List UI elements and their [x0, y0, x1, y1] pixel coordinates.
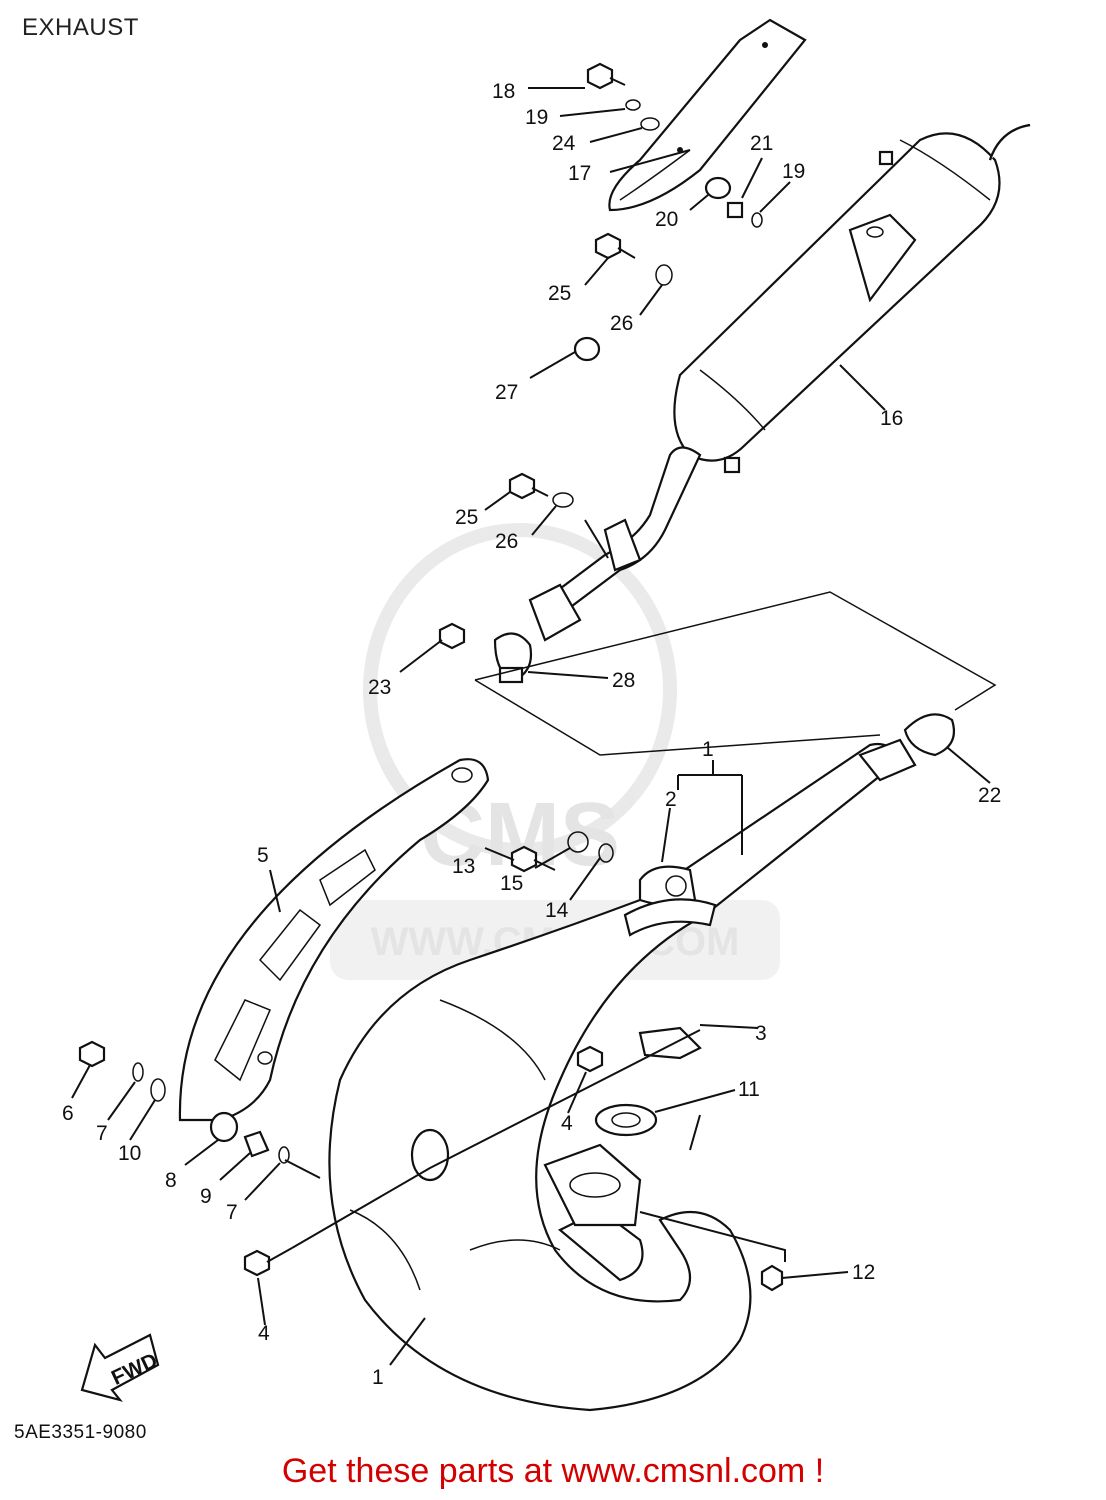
callout-14: 14 — [545, 899, 569, 922]
callout-24: 24 — [552, 132, 576, 155]
fasteners — [78, 62, 956, 1292]
callout-9: 9 — [200, 1185, 212, 1208]
callout-4-b: 4 — [258, 1322, 270, 1345]
cta-link[interactable]: Get these parts at www.cmsnl.com ! — [281, 1452, 825, 1490]
callout-13: 13 — [452, 855, 475, 878]
callout-10: 10 — [118, 1142, 141, 1165]
callout-19-b: 19 — [782, 160, 805, 183]
heat-guard — [178, 758, 490, 1122]
callout-28: 28 — [612, 669, 635, 692]
diagram-part-code: 5AE3351-9080 — [14, 1422, 147, 1443]
callout-20: 20 — [655, 208, 678, 231]
silencer-pipe — [528, 446, 702, 642]
callout-26-b: 26 — [495, 530, 518, 553]
callout-27: 27 — [495, 381, 518, 404]
leader-lines — [71, 87, 991, 1366]
callout-5: 5 — [257, 844, 269, 867]
callout-19: 19 — [525, 106, 548, 129]
silencer — [673, 123, 1031, 474]
callout-21: 21 — [750, 132, 773, 155]
callouts: 18 19 24 17 21 19 20 25 26 27 16 25 26 2… — [62, 80, 1001, 1389]
callout-12: 12 — [852, 1261, 875, 1284]
callout-4: 4 — [561, 1112, 573, 1135]
callout-2: 2 — [665, 788, 677, 811]
callout-1: 1 — [702, 738, 714, 761]
heat-shield-upper — [608, 18, 807, 212]
callout-25-b: 25 — [455, 506, 478, 529]
callout-7-b: 7 — [226, 1201, 238, 1224]
callout-6: 6 — [62, 1102, 74, 1125]
pipe-bracket — [623, 865, 717, 937]
callout-3: 3 — [755, 1022, 767, 1045]
fwd-arrow: FWD — [80, 1333, 161, 1402]
callout-17: 17 — [568, 162, 591, 185]
callout-25: 25 — [548, 282, 571, 305]
callout-1-b: 1 — [372, 1366, 384, 1389]
callout-8: 8 — [165, 1169, 177, 1192]
callout-11: 11 — [738, 1078, 760, 1101]
expansion-chamber — [328, 738, 917, 1412]
callout-22: 22 — [978, 784, 1001, 807]
callout-15: 15 — [500, 872, 523, 895]
callout-23: 23 — [368, 676, 391, 699]
callout-7: 7 — [96, 1122, 108, 1145]
clamp — [493, 632, 533, 684]
diagram-title: EXHAUST — [22, 14, 139, 41]
callout-18: 18 — [492, 80, 515, 103]
callout-26: 26 — [610, 312, 633, 335]
callout-16: 16 — [880, 407, 903, 430]
